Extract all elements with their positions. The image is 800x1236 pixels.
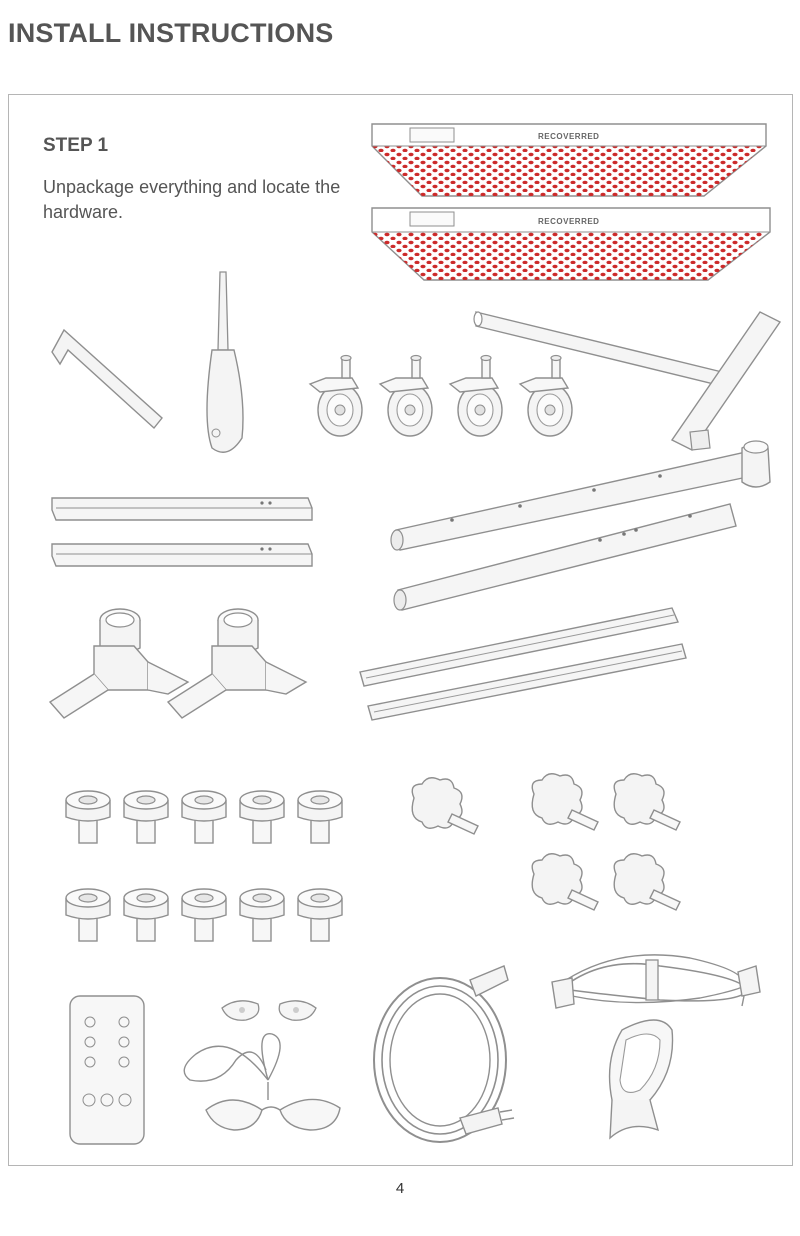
step-description: Unpackage everything and locate the hard… — [43, 177, 341, 222]
knob-screw-icon — [411, 773, 681, 911]
instruction-panel: STEP 1 Unpackage everything and locate t… — [8, 94, 793, 1166]
square-tube-icon — [51, 497, 313, 567]
stand-base-icon — [473, 311, 782, 451]
extension-cord-icon — [373, 965, 515, 1143]
step-heading: STEP 1 — [43, 135, 109, 156]
panel-brand-text-2: RECOVERRED — [538, 217, 599, 226]
bolt-icon — [65, 790, 343, 942]
led-panel-icon: RECOVERRED RECOVERRED — [371, 123, 771, 281]
goggles-icon — [183, 1033, 341, 1131]
page-title: INSTALL INSTRUCTIONS — [8, 18, 334, 48]
mounting-rail-icon — [359, 607, 687, 721]
panel-brand-text: RECOVERRED — [538, 132, 599, 141]
power-cord-icon — [551, 954, 761, 1009]
eye-protector-icon — [221, 1000, 317, 1021]
mount-bracket-icon — [49, 608, 307, 719]
velcro-strap-icon — [608, 1019, 674, 1140]
hex-key-icon — [51, 328, 163, 430]
round-pole-icon — [390, 440, 771, 611]
page-number: 4 — [395, 1180, 405, 1197]
remote-control-icon — [69, 995, 145, 1145]
caster-wheel-icon — [309, 354, 573, 437]
screwdriver-icon — [206, 271, 244, 453]
